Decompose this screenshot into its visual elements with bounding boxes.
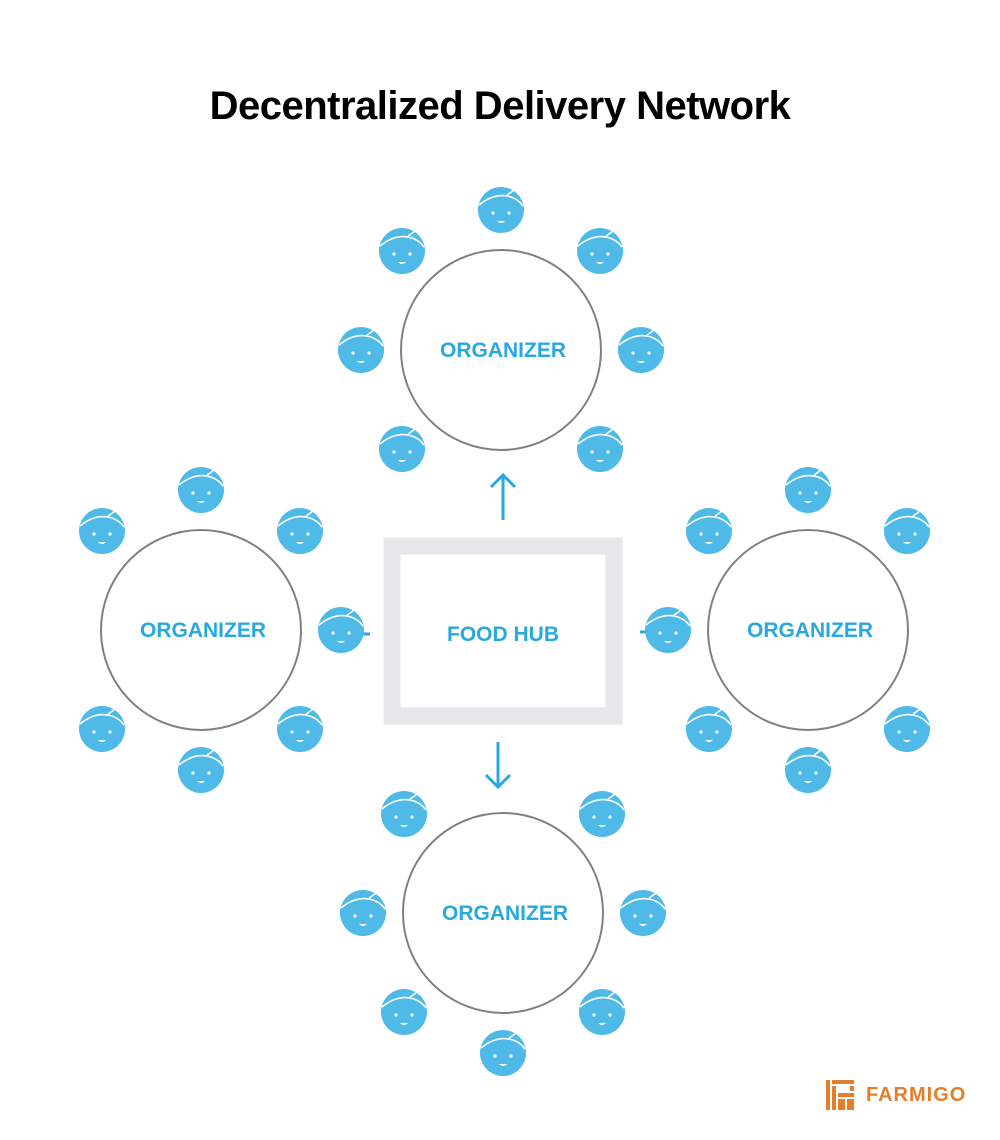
organizer-circle xyxy=(707,529,909,731)
member-face-icon xyxy=(576,425,624,473)
organizer-circle xyxy=(100,529,302,731)
organizer-circle xyxy=(400,249,602,451)
food-hub-label: FOOD HUB xyxy=(447,623,559,646)
member-face-icon xyxy=(78,705,126,753)
member-face-icon xyxy=(644,606,692,654)
member-face-icon xyxy=(479,1029,527,1077)
organizer-circle xyxy=(402,812,604,1014)
member-face-icon xyxy=(339,889,387,937)
member-face-icon xyxy=(578,988,626,1036)
organizer-cluster-top: ORGANIZER xyxy=(337,186,665,473)
member-face-icon xyxy=(576,227,624,275)
member-face-icon xyxy=(619,889,667,937)
member-face-icon xyxy=(784,466,832,514)
organizer-label: ORGANIZER xyxy=(140,619,266,642)
organizer-cluster-bottom: ORGANIZER xyxy=(339,790,667,1077)
member-face-icon xyxy=(276,705,324,753)
member-face-icon xyxy=(578,790,626,838)
food-hub-box xyxy=(383,537,623,725)
member-face-icon xyxy=(378,227,426,275)
farmigo-logo-icon xyxy=(826,1080,854,1110)
organizer-cluster-right: ORGANIZER xyxy=(644,466,931,794)
member-face-icon xyxy=(685,507,733,555)
member-face-icon xyxy=(883,507,931,555)
member-face-icon xyxy=(617,326,665,374)
member-face-icon xyxy=(380,988,428,1036)
organizer-label: ORGANIZER xyxy=(442,902,568,925)
member-face-icon xyxy=(78,507,126,555)
member-face-icon xyxy=(378,425,426,473)
arrow-up-icon xyxy=(489,472,517,520)
member-face-icon xyxy=(177,746,225,794)
farmigo-logo: FARMIGO xyxy=(826,1080,966,1110)
member-face-icon xyxy=(317,606,365,654)
diagram-title: Decentralized Delivery Network xyxy=(209,84,791,128)
farmigo-logo-text: FARMIGO xyxy=(866,1083,967,1106)
member-face-icon xyxy=(685,705,733,753)
member-face-icon xyxy=(380,790,428,838)
member-face-icon xyxy=(883,705,931,753)
member-face-icon xyxy=(177,466,225,514)
member-face-icon xyxy=(477,186,525,234)
food-hub: FOOD HUB xyxy=(383,537,623,725)
organizer-cluster-left: ORGANIZER xyxy=(78,466,365,794)
member-face-icon xyxy=(276,507,324,555)
organizer-label: ORGANIZER xyxy=(440,339,566,362)
organizer-label: ORGANIZER xyxy=(747,619,873,642)
member-face-icon xyxy=(337,326,385,374)
member-face-icon xyxy=(784,746,832,794)
arrow-down-icon xyxy=(484,742,512,790)
